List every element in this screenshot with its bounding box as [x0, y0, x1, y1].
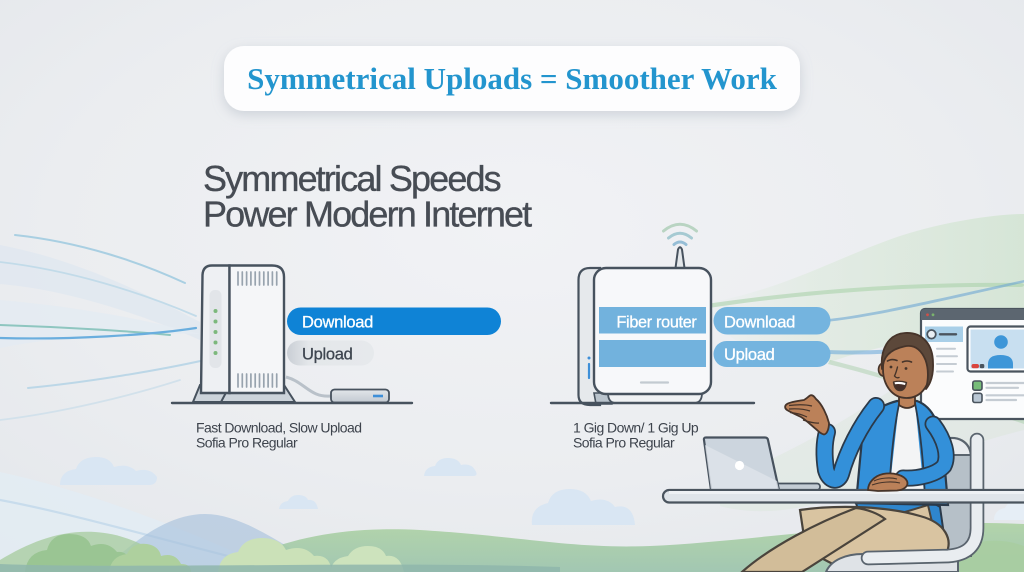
- svg-text:Sofia Pro Regular: Sofia Pro Regular: [573, 435, 675, 451]
- svg-text:Sofia Pro Regular: Sofia Pro Regular: [196, 435, 298, 451]
- svg-text:Power Modern Internet: Power Modern Internet: [203, 194, 532, 235]
- svg-text:Symmetrical Speeds: Symmetrical Speeds: [203, 158, 501, 199]
- svg-text:Symmetrical Uploads = Smoother: Symmetrical Uploads = Smoother Work: [247, 61, 777, 96]
- svg-text:Download: Download: [724, 314, 795, 332]
- svg-text:Upload: Upload: [724, 346, 775, 364]
- svg-text:Upload: Upload: [302, 346, 353, 364]
- svg-text:Fiber router: Fiber router: [616, 314, 697, 332]
- svg-text:Download: Download: [302, 314, 373, 332]
- svg-text:Fast Download, Slow Upload: Fast Download, Slow Upload: [196, 420, 361, 436]
- svg-text:1 Gig Down/ 1 Gig Up: 1 Gig Down/ 1 Gig Up: [573, 420, 699, 436]
